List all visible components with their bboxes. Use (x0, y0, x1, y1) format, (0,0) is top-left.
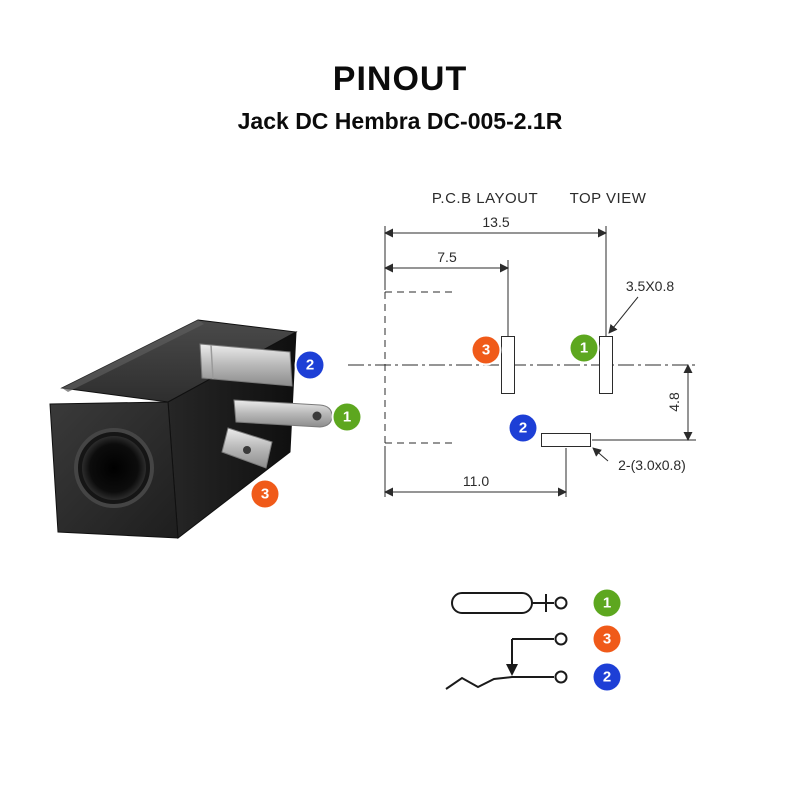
schematic-symbol (445, 592, 568, 690)
page-title: PINOUT (332, 60, 468, 98)
photo-pin2-badge: 2 (296, 351, 324, 379)
ground-lug-fold (210, 344, 214, 380)
ground-lug-pin (199, 343, 293, 387)
center-pin-terminal (233, 399, 333, 428)
schematic-pin1-terminal (554, 596, 568, 610)
dim-13-5-value: 13.5 (482, 214, 509, 230)
sleeve-terminal-hole (243, 446, 251, 454)
pcb-layout-pad (501, 336, 515, 394)
photo-pin1-badge: 1 (333, 403, 361, 431)
photo-pin3-badge: 3 (251, 480, 279, 508)
schematic-switch-arrow (506, 664, 518, 676)
top-view-pad (599, 336, 613, 394)
pcb-layout-label: P.C.B LAYOUT (432, 190, 538, 207)
schematic-pin2-badge: 2 (593, 663, 621, 691)
dimension-11-0: 11.0 (384, 446, 567, 497)
drawing-pin3-badge: 3 (472, 336, 500, 364)
drawing-pin1-badge: 1 (570, 334, 598, 362)
barrel-hole (82, 436, 146, 500)
top-view-label: TOP VIEW (570, 190, 647, 207)
side-pad-size-value: 3.5X0.8 (626, 278, 674, 294)
schematic-pin3-terminal (554, 632, 568, 646)
annotation-side-pad-size: 3.5X0.8 (608, 278, 674, 334)
bottom-pad-size-value: 2-(3.0x0.8) (618, 457, 686, 473)
connector-top-highlight (62, 320, 204, 392)
schematic-barrel (451, 592, 533, 614)
dimension-7-5: 7.5 (384, 249, 509, 273)
schematic-pin3-badge: 3 (593, 625, 621, 653)
dim-4-8-value: 4.8 (666, 392, 682, 412)
dimension-13-5: 13.5 (384, 214, 607, 238)
dimension-4-8: 4.8 (592, 364, 696, 441)
schematic-pin1-badge: 1 (593, 589, 621, 617)
page-subtitle: Jack DC Hembra DC-005-2.1R (237, 108, 563, 134)
annotation-bottom-pad-size: 2-(3.0x0.8) (592, 447, 686, 473)
connector-top-face (60, 319, 298, 403)
body-outline-dashed (384, 291, 452, 444)
drawing-pin2-badge: 2 (509, 414, 537, 442)
dim-7-5-value: 7.5 (437, 249, 457, 265)
center-pin-hole (312, 411, 322, 421)
technical-drawing: P.C.B LAYOUT TOP VIEW 13.5 7.5 (348, 190, 697, 497)
schematic-pin2-terminal (554, 670, 568, 684)
bottom-switch-pad (541, 433, 591, 447)
dim-11-0-value: 11.0 (463, 473, 489, 489)
connector-photo (49, 319, 333, 539)
schematic-pin2-spring (445, 676, 554, 690)
